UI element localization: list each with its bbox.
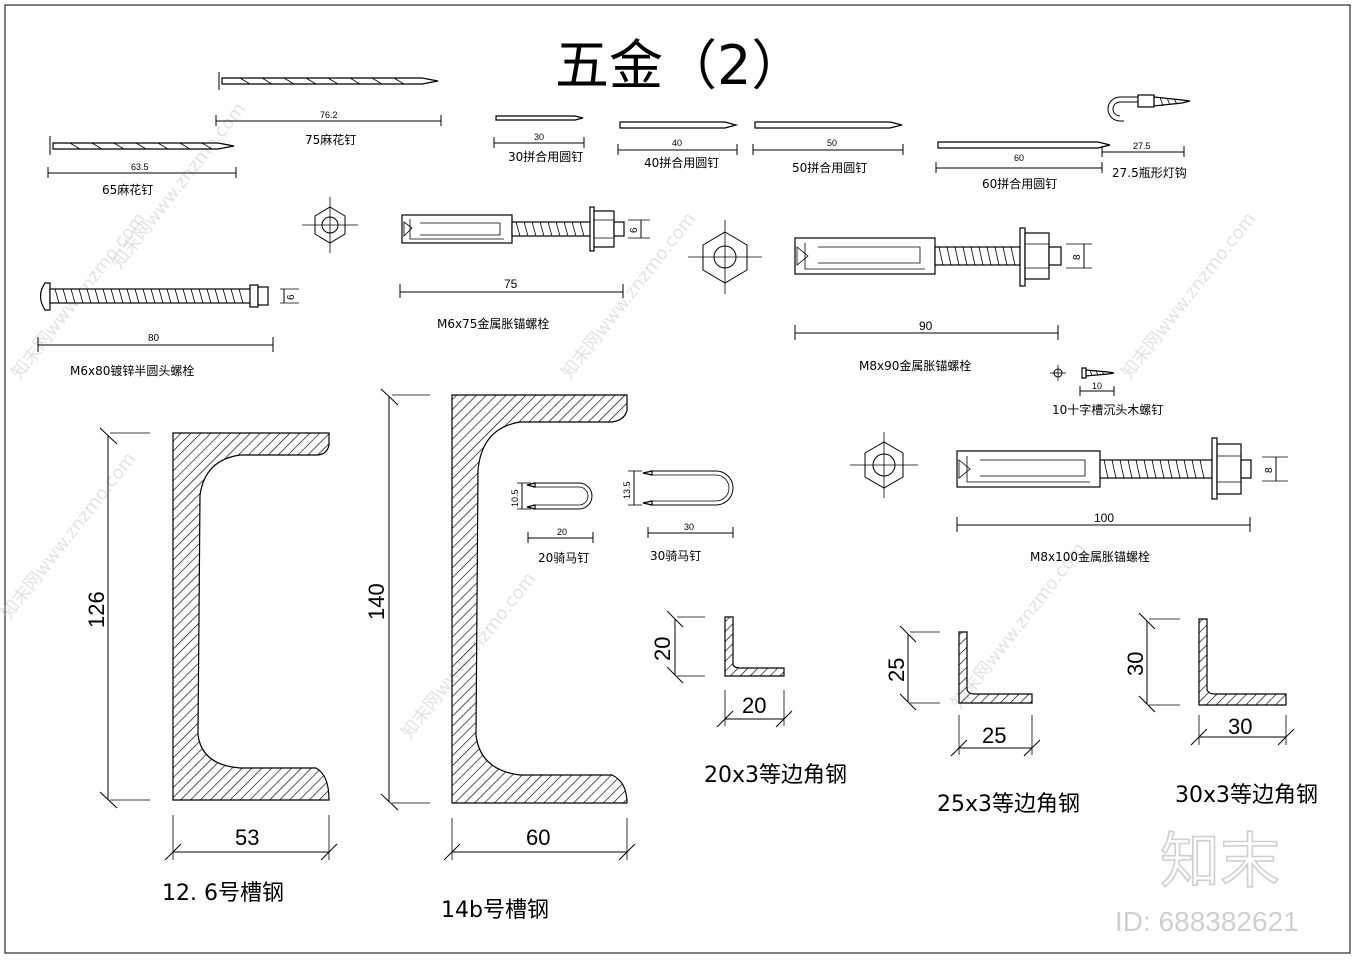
angle-30x3: 30 30 30x3等边角钢 xyxy=(1123,612,1318,808)
staple-30-caption: 30骑马钉 xyxy=(650,549,701,563)
twist-65-caption: 65麻花钉 xyxy=(102,182,153,197)
watermark-7: 知末网www.znzmo.com xyxy=(947,539,1090,713)
m6x75-dia: 6 xyxy=(629,227,640,233)
round-60-dim: 60 xyxy=(1014,153,1024,163)
round-nail-50: 50 50拼合用圆钉 xyxy=(752,121,904,175)
staple-20-caption: 20骑马钉 xyxy=(538,551,589,565)
roundhead-bolt-m6x80: 6 80 M6x80镀锌半圆头螺栓 xyxy=(37,282,299,378)
lamp-hook: 27.5 27.5瓶形灯钩 xyxy=(1101,94,1191,180)
m8x100-dia: 8 xyxy=(1264,467,1275,473)
twist-nail-65: 63.5 65麻花钉 xyxy=(47,136,237,197)
m8x90-length: 90 xyxy=(919,319,933,333)
page-title: 五金（2） xyxy=(555,34,805,97)
watermark-5: 知末网www.znzmo.com xyxy=(0,449,140,623)
channel-126: 126 53 12. 6号槽钢 xyxy=(84,427,338,906)
staple-30-width: 30 xyxy=(684,522,694,532)
angle-20-height: 20 xyxy=(650,637,675,661)
angle-25-caption: 25x3等边角钢 xyxy=(937,792,1080,817)
channel-14b-height: 140 xyxy=(364,583,389,620)
staple-20-width: 20 xyxy=(557,527,567,537)
m6x80-dia: 6 xyxy=(286,294,297,300)
hex-nut-medium xyxy=(688,220,762,294)
twist-65-dim: 63.5 xyxy=(131,162,149,172)
channel-14b: 140 60 14b号槽钢 xyxy=(364,388,636,923)
round-nail-60: 60 60拼合用圆钉 xyxy=(935,141,1111,191)
staple-30-height: 13.5 xyxy=(622,481,632,499)
round-30-dim: 30 xyxy=(534,132,544,142)
channel-126-height: 126 xyxy=(84,591,109,628)
m8x100-caption: M8x100金属胀锚螺栓 xyxy=(1030,549,1150,564)
hex-nut-small xyxy=(302,197,358,253)
watermark-4: 知末网www.znzmo.com xyxy=(1117,209,1260,383)
round-50-caption: 50拼合用圆钉 xyxy=(792,160,867,175)
anchor-bolt-m8x100: 8 100 M8x100金属胀锚螺栓 xyxy=(956,437,1288,564)
hook-caption: 27.5瓶形灯钩 xyxy=(1112,166,1187,180)
staple-30: 13.5 30 30骑马钉 xyxy=(622,470,734,563)
hook-dim: 27.5 xyxy=(1133,141,1151,151)
wood-screw: 10 10十字槽沉头木螺钉 xyxy=(1050,365,1163,417)
twist-75-dim: 76.2 xyxy=(320,110,338,120)
m8x90-dia: 8 xyxy=(1072,254,1083,260)
staple-20: 10.5 20 20骑马钉 xyxy=(510,482,594,565)
channel-126-width: 53 xyxy=(235,825,259,850)
round-60-caption: 60拼合用圆钉 xyxy=(982,176,1057,191)
channel-14b-width: 60 xyxy=(526,825,550,850)
angle-25x3: 25 25 25x3等边角钢 xyxy=(884,625,1080,817)
m8x90-caption: M8x90金属胀锚螺栓 xyxy=(859,358,971,373)
staple-20-height: 10.5 xyxy=(510,489,520,507)
angle-30-caption: 30x3等边角钢 xyxy=(1175,783,1318,808)
m6x80-length: 80 xyxy=(148,333,160,344)
round-40-caption: 40拼合用圆钉 xyxy=(644,155,719,170)
hex-nut-large xyxy=(850,432,918,498)
round-nail-30: 30 30拼合用圆钉 xyxy=(493,115,585,164)
m6x75-length: 75 xyxy=(504,277,518,291)
angle-30-height: 30 xyxy=(1123,652,1148,676)
m6x80-caption: M6x80镀锌半圆头螺栓 xyxy=(70,363,194,378)
round-30-caption: 30拼合用圆钉 xyxy=(508,149,583,164)
round-40-dim: 40 xyxy=(672,138,682,148)
anchor-bolt-m8x90: 8 90 M8x90金属胀锚螺栓 xyxy=(794,227,1092,373)
angle-20x3: 20 20 20x3等边角钢 xyxy=(650,610,847,788)
image-id-label: ID: 688382621 xyxy=(1115,906,1299,937)
angle-20-caption: 20x3等边角钢 xyxy=(704,763,847,788)
drawing-border xyxy=(4,4,1351,954)
round-50-dim: 50 xyxy=(827,138,837,148)
wood-screw-caption: 10十字槽沉头木螺钉 xyxy=(1052,402,1163,417)
channel-14b-caption: 14b号槽钢 xyxy=(441,898,549,923)
wood-screw-dim: 10 xyxy=(1092,381,1102,391)
twist-nail-75: 76.2 75麻花钉 xyxy=(215,72,442,147)
round-nail-40: 40 40拼合用圆钉 xyxy=(617,121,739,170)
m6x75-caption: M6x75金属胀锚螺栓 xyxy=(437,316,549,331)
brand-logo: 知末 xyxy=(1160,827,1280,897)
angle-20-width: 20 xyxy=(742,693,766,718)
angle-25-height: 25 xyxy=(884,658,909,682)
twist-75-caption: 75麻花钉 xyxy=(305,132,356,147)
anchor-bolt-m6x75: 6 75 M6x75金属胀锚螺栓 xyxy=(399,206,650,331)
m8x100-length: 100 xyxy=(1094,511,1114,525)
channel-126-caption: 12. 6号槽钢 xyxy=(162,881,284,906)
angle-30-width: 30 xyxy=(1228,714,1252,739)
angle-25-width: 25 xyxy=(982,723,1006,748)
